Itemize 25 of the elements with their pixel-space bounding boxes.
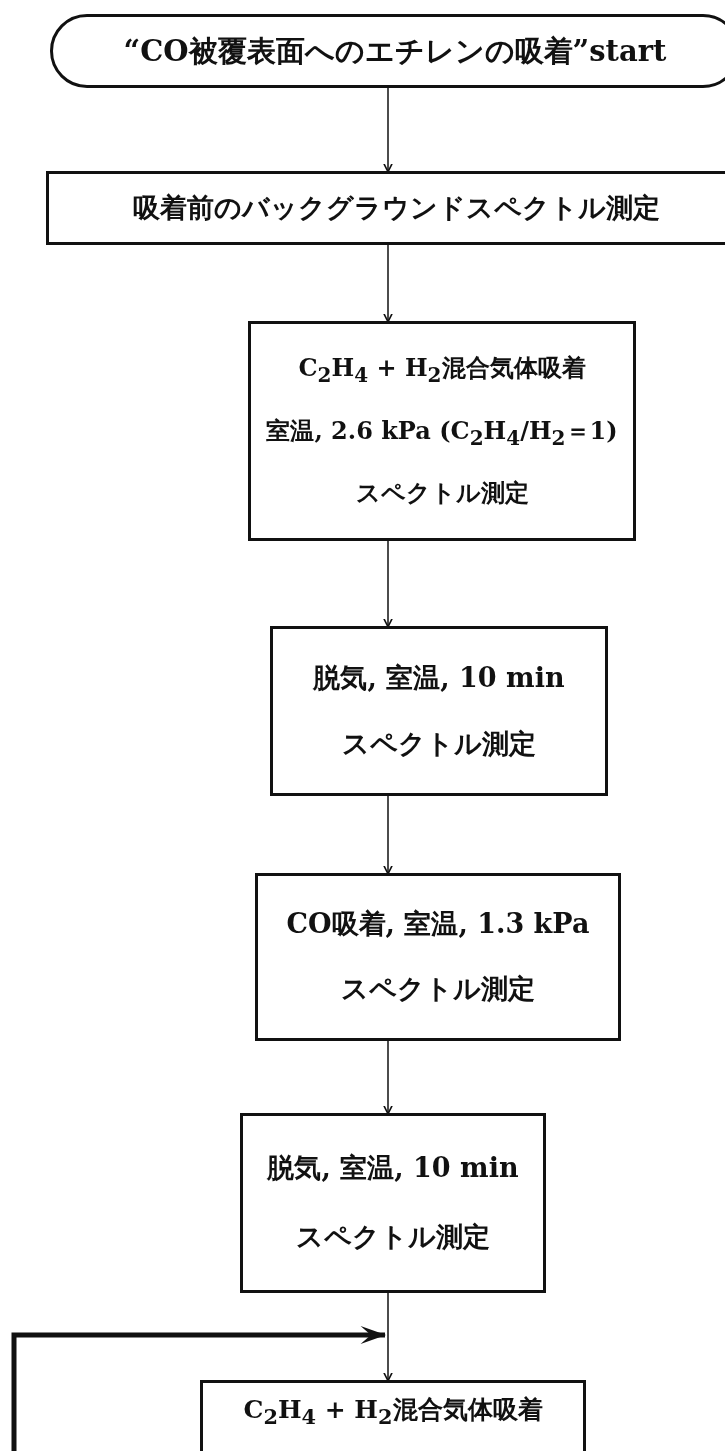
step-text: 吸着前のバックグラウンドスペクトル測定 (132, 191, 660, 225)
step-text: C$_{2}$H$_{4}$ + H$_{2}$混合気体吸着 (243, 1395, 543, 1429)
loop-arrow (11, 1326, 387, 1451)
process-box (46, 171, 725, 245)
arrow (383, 795, 393, 875)
step-text: C$_{2}$H$_{4}$ + H$_{2}$混合気体吸着 (298, 353, 586, 387)
step-text: 脱気, 室温, 10 min (313, 662, 565, 695)
step-text: スペクトル測定 (342, 727, 536, 760)
process-box (240, 1113, 546, 1293)
arrow (383, 1292, 393, 1382)
process-box (255, 873, 621, 1041)
process-box (270, 626, 608, 796)
step-text: スペクトル測定 (296, 1221, 490, 1254)
arrow (383, 540, 393, 628)
step-text: 室温, 2.6 kPa (C$_{2}$H$_{4}$/H$_{2}$＝1) (266, 416, 618, 450)
start-terminal (50, 14, 725, 88)
step-text: スペクトル測定 (341, 973, 535, 1006)
arrow (383, 87, 393, 173)
step-text: 脱気, 室温, 10 min (267, 1152, 519, 1185)
arrow (383, 1040, 393, 1115)
step-text: スペクトル測定 (355, 479, 529, 509)
arrow (383, 244, 393, 323)
step-text: CO吸着, 室温, 1.3 kPa (286, 908, 590, 941)
process-box (248, 321, 636, 541)
step-text: “CO被覆表面へのエチレンの吸着”start (123, 33, 667, 69)
